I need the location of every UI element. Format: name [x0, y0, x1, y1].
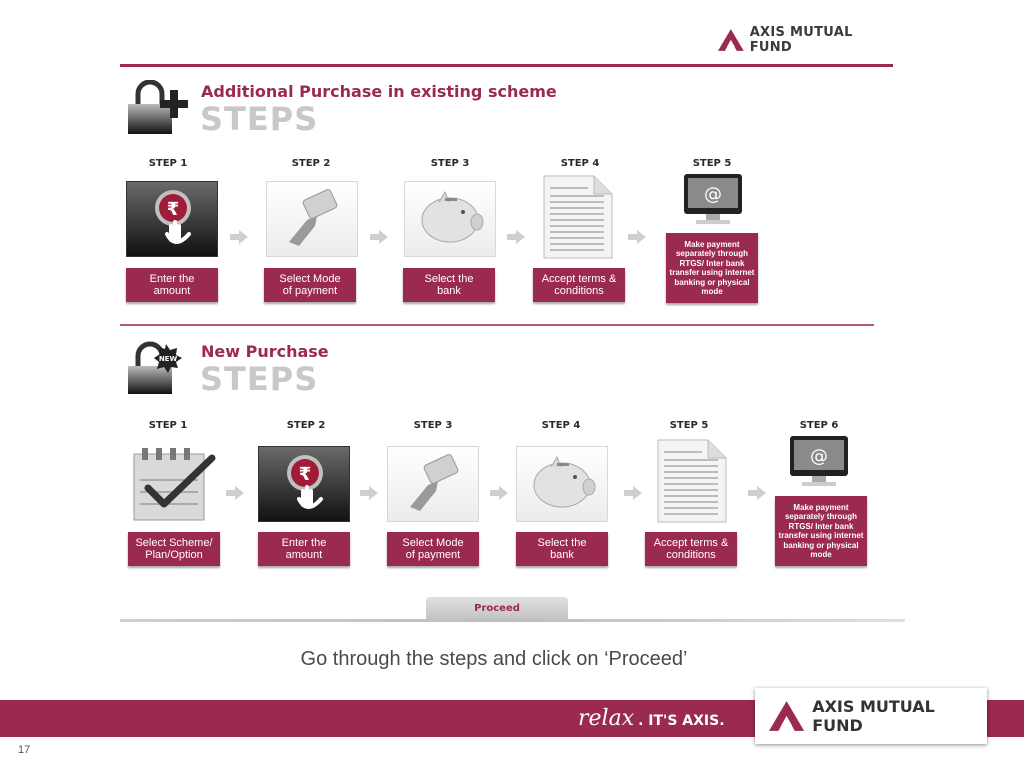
axis-logo-icon [718, 29, 744, 51]
checklist-icon [130, 444, 216, 524]
s1-step-1-caption: Enter the amount [126, 268, 218, 302]
section-divider [120, 324, 874, 326]
svg-text:₹: ₹ [167, 199, 180, 220]
header-logo: AXIS MUTUAL FUND [718, 25, 898, 55]
section2-steps-word: STEPS [200, 360, 319, 398]
form-bottom-border [120, 619, 905, 622]
s2-step-6-caption: Make payment separately through RTGS/ In… [775, 496, 867, 566]
svg-text:@: @ [810, 446, 828, 467]
piggy-bank-icon [516, 446, 608, 522]
s2-step-6-label: STEP 6 [799, 420, 839, 431]
s1-step-5-caption: Make payment separately through RTGS/ In… [666, 233, 758, 303]
s1-step-1-label: STEP 1 [148, 158, 188, 169]
s1-step-5-label: STEP 5 [692, 158, 732, 169]
tagline-its-axis: . IT'S AXIS. [638, 713, 725, 729]
arrow-right-icon [628, 230, 646, 244]
proceed-button[interactable]: Proceed [426, 597, 568, 619]
arrow-right-icon [624, 486, 642, 500]
piggy-bank-icon [404, 181, 496, 257]
s1-step-4-caption: Accept terms & conditions [533, 268, 625, 302]
rupee-touch-icon: ₹ [258, 446, 350, 522]
section1-steps-word: STEPS [200, 100, 319, 138]
arrow-right-icon [748, 486, 766, 500]
document-icon [656, 438, 728, 524]
svg-text:₹: ₹ [299, 464, 312, 485]
s2-step-2-label: STEP 2 [286, 420, 326, 431]
arrow-right-icon [507, 230, 525, 244]
s1-step-4-label: STEP 4 [560, 158, 600, 169]
section1-title: Additional Purchase in existing scheme [201, 82, 557, 101]
s2-step-4-caption: Select the bank [516, 532, 608, 566]
rupee-touch-icon: ₹ [126, 181, 218, 257]
s2-step-2-caption: Enter the amount [258, 532, 350, 566]
new-lock-icon: NEW [126, 340, 188, 396]
svg-text:@: @ [704, 184, 722, 205]
s1-step-2-caption: Select Mode of payment [264, 268, 356, 302]
tagline-relax: relax [578, 706, 635, 731]
page-number: 17 [18, 744, 31, 756]
arrow-right-icon [360, 486, 378, 500]
arrow-right-icon [226, 486, 244, 500]
arrow-right-icon [230, 230, 248, 244]
footer-logo: AXIS MUTUAL FUND [755, 688, 987, 744]
card-hand-icon [387, 446, 479, 522]
s2-step-5-caption: Accept terms & conditions [645, 532, 737, 566]
monitor-at-icon: @ [788, 434, 850, 490]
brand-name: AXIS MUTUAL FUND [749, 25, 853, 55]
s2-step-5-label: STEP 5 [669, 420, 709, 431]
header-divider [120, 64, 893, 67]
s1-step-3-caption: Select the bank [403, 268, 495, 302]
footer-tagline: relax . IT'S AXIS. [578, 706, 725, 732]
footer-brand-name: AXIS MUTUAL FUND [812, 697, 935, 735]
monitor-at-icon: @ [682, 172, 744, 228]
s1-step-3-label: STEP 3 [430, 158, 470, 169]
s2-step-1-caption: Select Scheme/ Plan/Option [128, 532, 220, 566]
s2-step-4-label: STEP 4 [541, 420, 581, 431]
new-badge: NEW [159, 355, 178, 363]
instruction-text: Go through the steps and click on ‘Proce… [300, 648, 688, 670]
axis-logo-icon [769, 701, 805, 731]
section2-title: New Purchase [201, 342, 329, 361]
document-icon [542, 174, 614, 260]
s1-step-2-label: STEP 2 [291, 158, 331, 169]
s2-step-1-label: STEP 1 [148, 420, 188, 431]
s2-step-3-label: STEP 3 [413, 420, 453, 431]
s2-step-3-caption: Select Mode of payment [387, 532, 479, 566]
card-hand-icon [266, 181, 358, 257]
arrow-right-icon [370, 230, 388, 244]
lock-plus-icon [126, 79, 188, 136]
arrow-right-icon [490, 486, 508, 500]
